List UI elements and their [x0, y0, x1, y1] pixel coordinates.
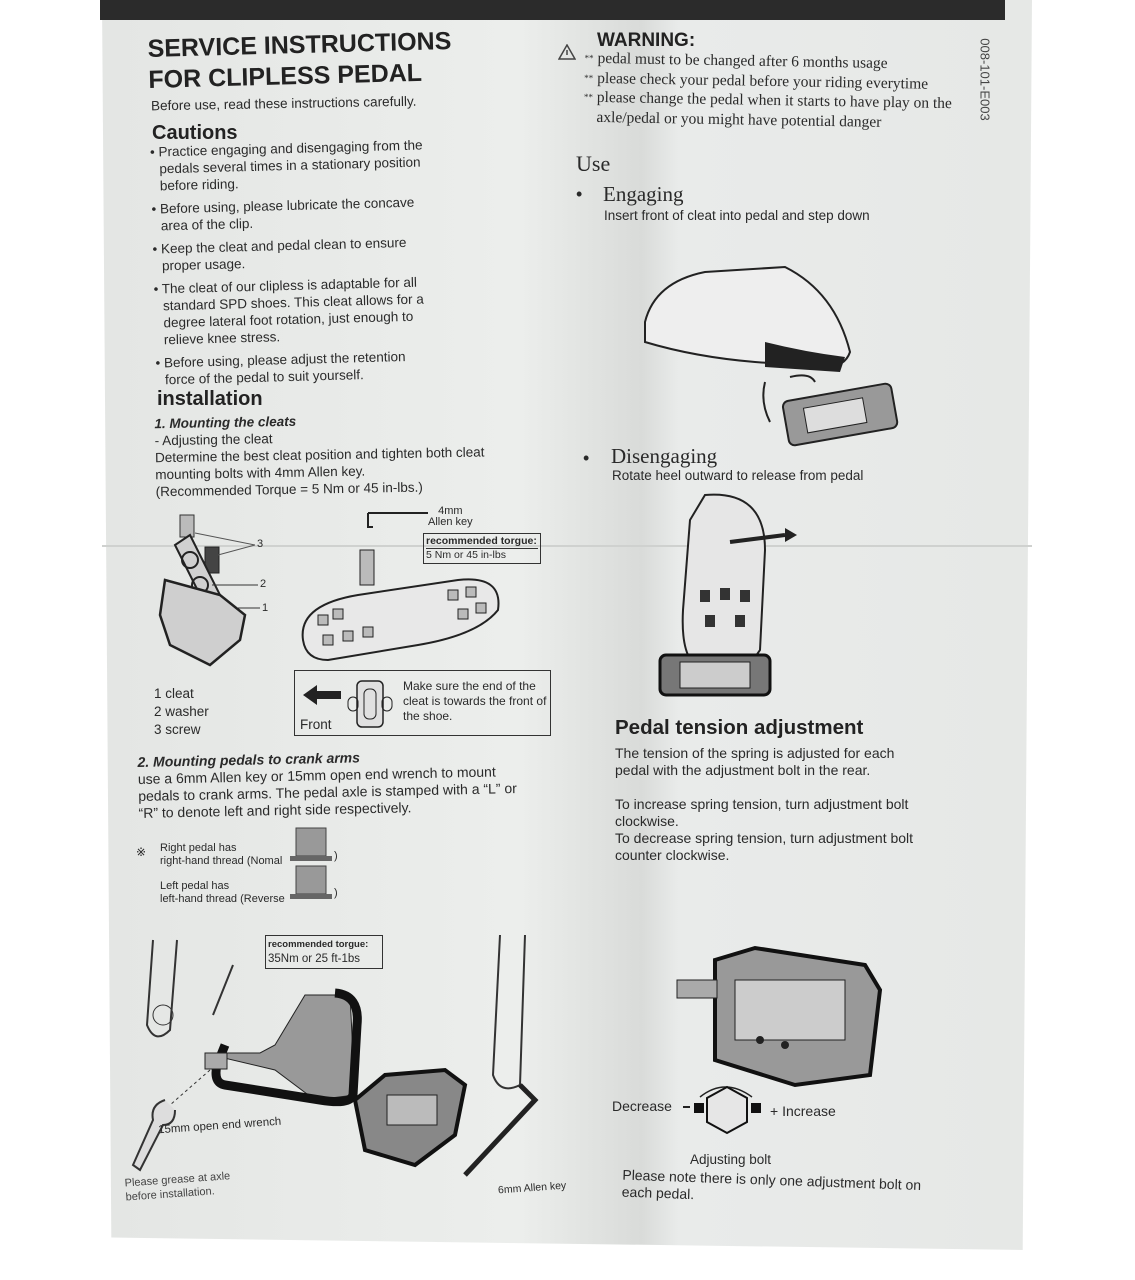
allen-key-size: 4mm — [438, 505, 463, 517]
use-heading: Use — [576, 151, 611, 176]
fold-line — [102, 545, 1032, 547]
part-screw: 3 screw — [154, 722, 201, 737]
paren-2: ) — [334, 887, 338, 899]
thread-icons — [290, 827, 332, 899]
disengaging-text: Rotate heel outward to release from peda… — [612, 468, 864, 483]
arrow-left-icon — [303, 685, 341, 705]
caution-item: • The cleat of our clipless is adaptable… — [153, 274, 425, 348]
parts-legend: 1 cleat 2 washer 3 screw — [154, 685, 209, 739]
callout-2: 2 — [260, 578, 267, 590]
warning-list: **pedal must to be changed after 6 month… — [583, 49, 964, 134]
note-mark: ※ — [136, 845, 147, 859]
cautions-heading: Cautions — [152, 122, 238, 144]
step1-block: 1. Mounting the cleats - Adjusting the c… — [154, 409, 525, 500]
bullet-dot: • — [576, 184, 583, 204]
warning-heading: WARNING: — [597, 30, 696, 51]
left-pedal-line1: Left pedal has — [160, 880, 230, 892]
bolt-label: Adjusting bolt — [690, 1152, 772, 1167]
engaging-title: Engaging — [603, 182, 684, 206]
step2-block: 2. Mounting pedals to crank arms use a 6… — [137, 746, 518, 822]
pedal-mounting-diagram — [131, 935, 539, 1177]
part-cleat: 1 cleat — [154, 686, 194, 701]
document-code: 008-101-E003 — [977, 38, 993, 121]
installation-heading: installation — [157, 388, 263, 410]
adjusting-bolt-icon — [683, 1085, 761, 1135]
right-pedal-note: Right pedal has right-hand thread (Nomal — [160, 842, 282, 868]
left-pedal-note: Left pedal has left-hand thread (Reverse — [160, 880, 285, 906]
increase-label: + Increase — [770, 1103, 836, 1119]
increase-text: Increase — [782, 1103, 836, 1119]
caution-item: • Before using, please lubricate the con… — [151, 194, 415, 234]
callout-1: 1 — [262, 602, 269, 614]
callout-3: 3 — [257, 538, 264, 550]
engaging-text: Insert front of cleat into pedal and ste… — [604, 208, 870, 223]
pedal-adjustment-illustration — [676, 945, 883, 1088]
left-pedal-line2: left-hand thread (Reverse — [160, 893, 285, 905]
tension-heading: Pedal tension adjustment — [615, 716, 864, 739]
bullet-dot: • — [583, 448, 590, 468]
tension-text-2: To increase spring tension, turn adjustm… — [615, 796, 909, 829]
step2-text: use a 6mm Allen key or 15mm open end wre… — [137, 763, 517, 821]
disengaging-title: Disengaging — [611, 444, 718, 468]
page-title: SERVICE INSTRUCTIONS FOR CLIPLESS PEDAL — [147, 26, 452, 96]
decrease-label: Decrease — [612, 1098, 672, 1114]
paren-1: ) — [334, 850, 338, 862]
allen-key-text: Allen key — [428, 516, 473, 528]
torque-value: 35Nm or 25 ft-1bs — [268, 953, 361, 965]
caution-item: • Before using, please adjust the retent… — [155, 348, 406, 388]
right-pedal-line1: Right pedal has — [160, 842, 237, 854]
tension-text: The tension of the spring is adjusted fo… — [615, 745, 915, 864]
shoe-sole-diagram — [301, 512, 500, 662]
allen-key-label: 4mm Allen key — [428, 506, 473, 528]
tension-text-1: The tension of the spring is adjusted fo… — [615, 745, 895, 778]
warning-marker: ** — [584, 52, 594, 63]
engaging-illustration — [644, 265, 899, 447]
caution-item: • Practice engaging and disengaging from… — [149, 137, 423, 194]
top-edge — [100, 0, 1005, 20]
front-note: Make sure the end of the cleat is toward… — [403, 679, 547, 723]
torque-box-cleat: recommended torgue: 5 Nm or 45 in-lbs — [423, 533, 541, 564]
caution-item: • Keep the cleat and pedal clean to ensu… — [152, 234, 407, 274]
right-pedal-line2: right-hand thread (Nomal — [160, 855, 283, 867]
warning-marker: ** — [583, 91, 593, 102]
part-washer: 2 washer — [154, 704, 209, 719]
warning-marker: ** — [584, 72, 594, 83]
front-label: Front — [300, 717, 332, 732]
tension-text-3: To decrease spring tension, turn adjustm… — [615, 830, 914, 863]
torque-title: recommended torgue: — [426, 535, 537, 547]
warning-icon — [558, 44, 576, 60]
cautions-list: • Practice engaging and disengaging from… — [149, 136, 430, 394]
disengaging-illustration — [658, 493, 797, 697]
torque-value: 5 Nm or 45 in-lbs — [426, 548, 538, 562]
warning-item: please change the pedal when it starts t… — [596, 88, 953, 131]
torque-box-pedal: recommended torgue: 35Nm or 25 ft-1bs — [265, 935, 383, 969]
cleat-icon — [347, 680, 393, 728]
cleat-exploded-diagram — [158, 514, 260, 667]
torque-title: recommended torgue: — [268, 939, 369, 950]
front-orientation-box: Front Make sure the end of the cleat is … — [294, 670, 551, 736]
instruction-sheet — [102, 0, 1032, 1250]
